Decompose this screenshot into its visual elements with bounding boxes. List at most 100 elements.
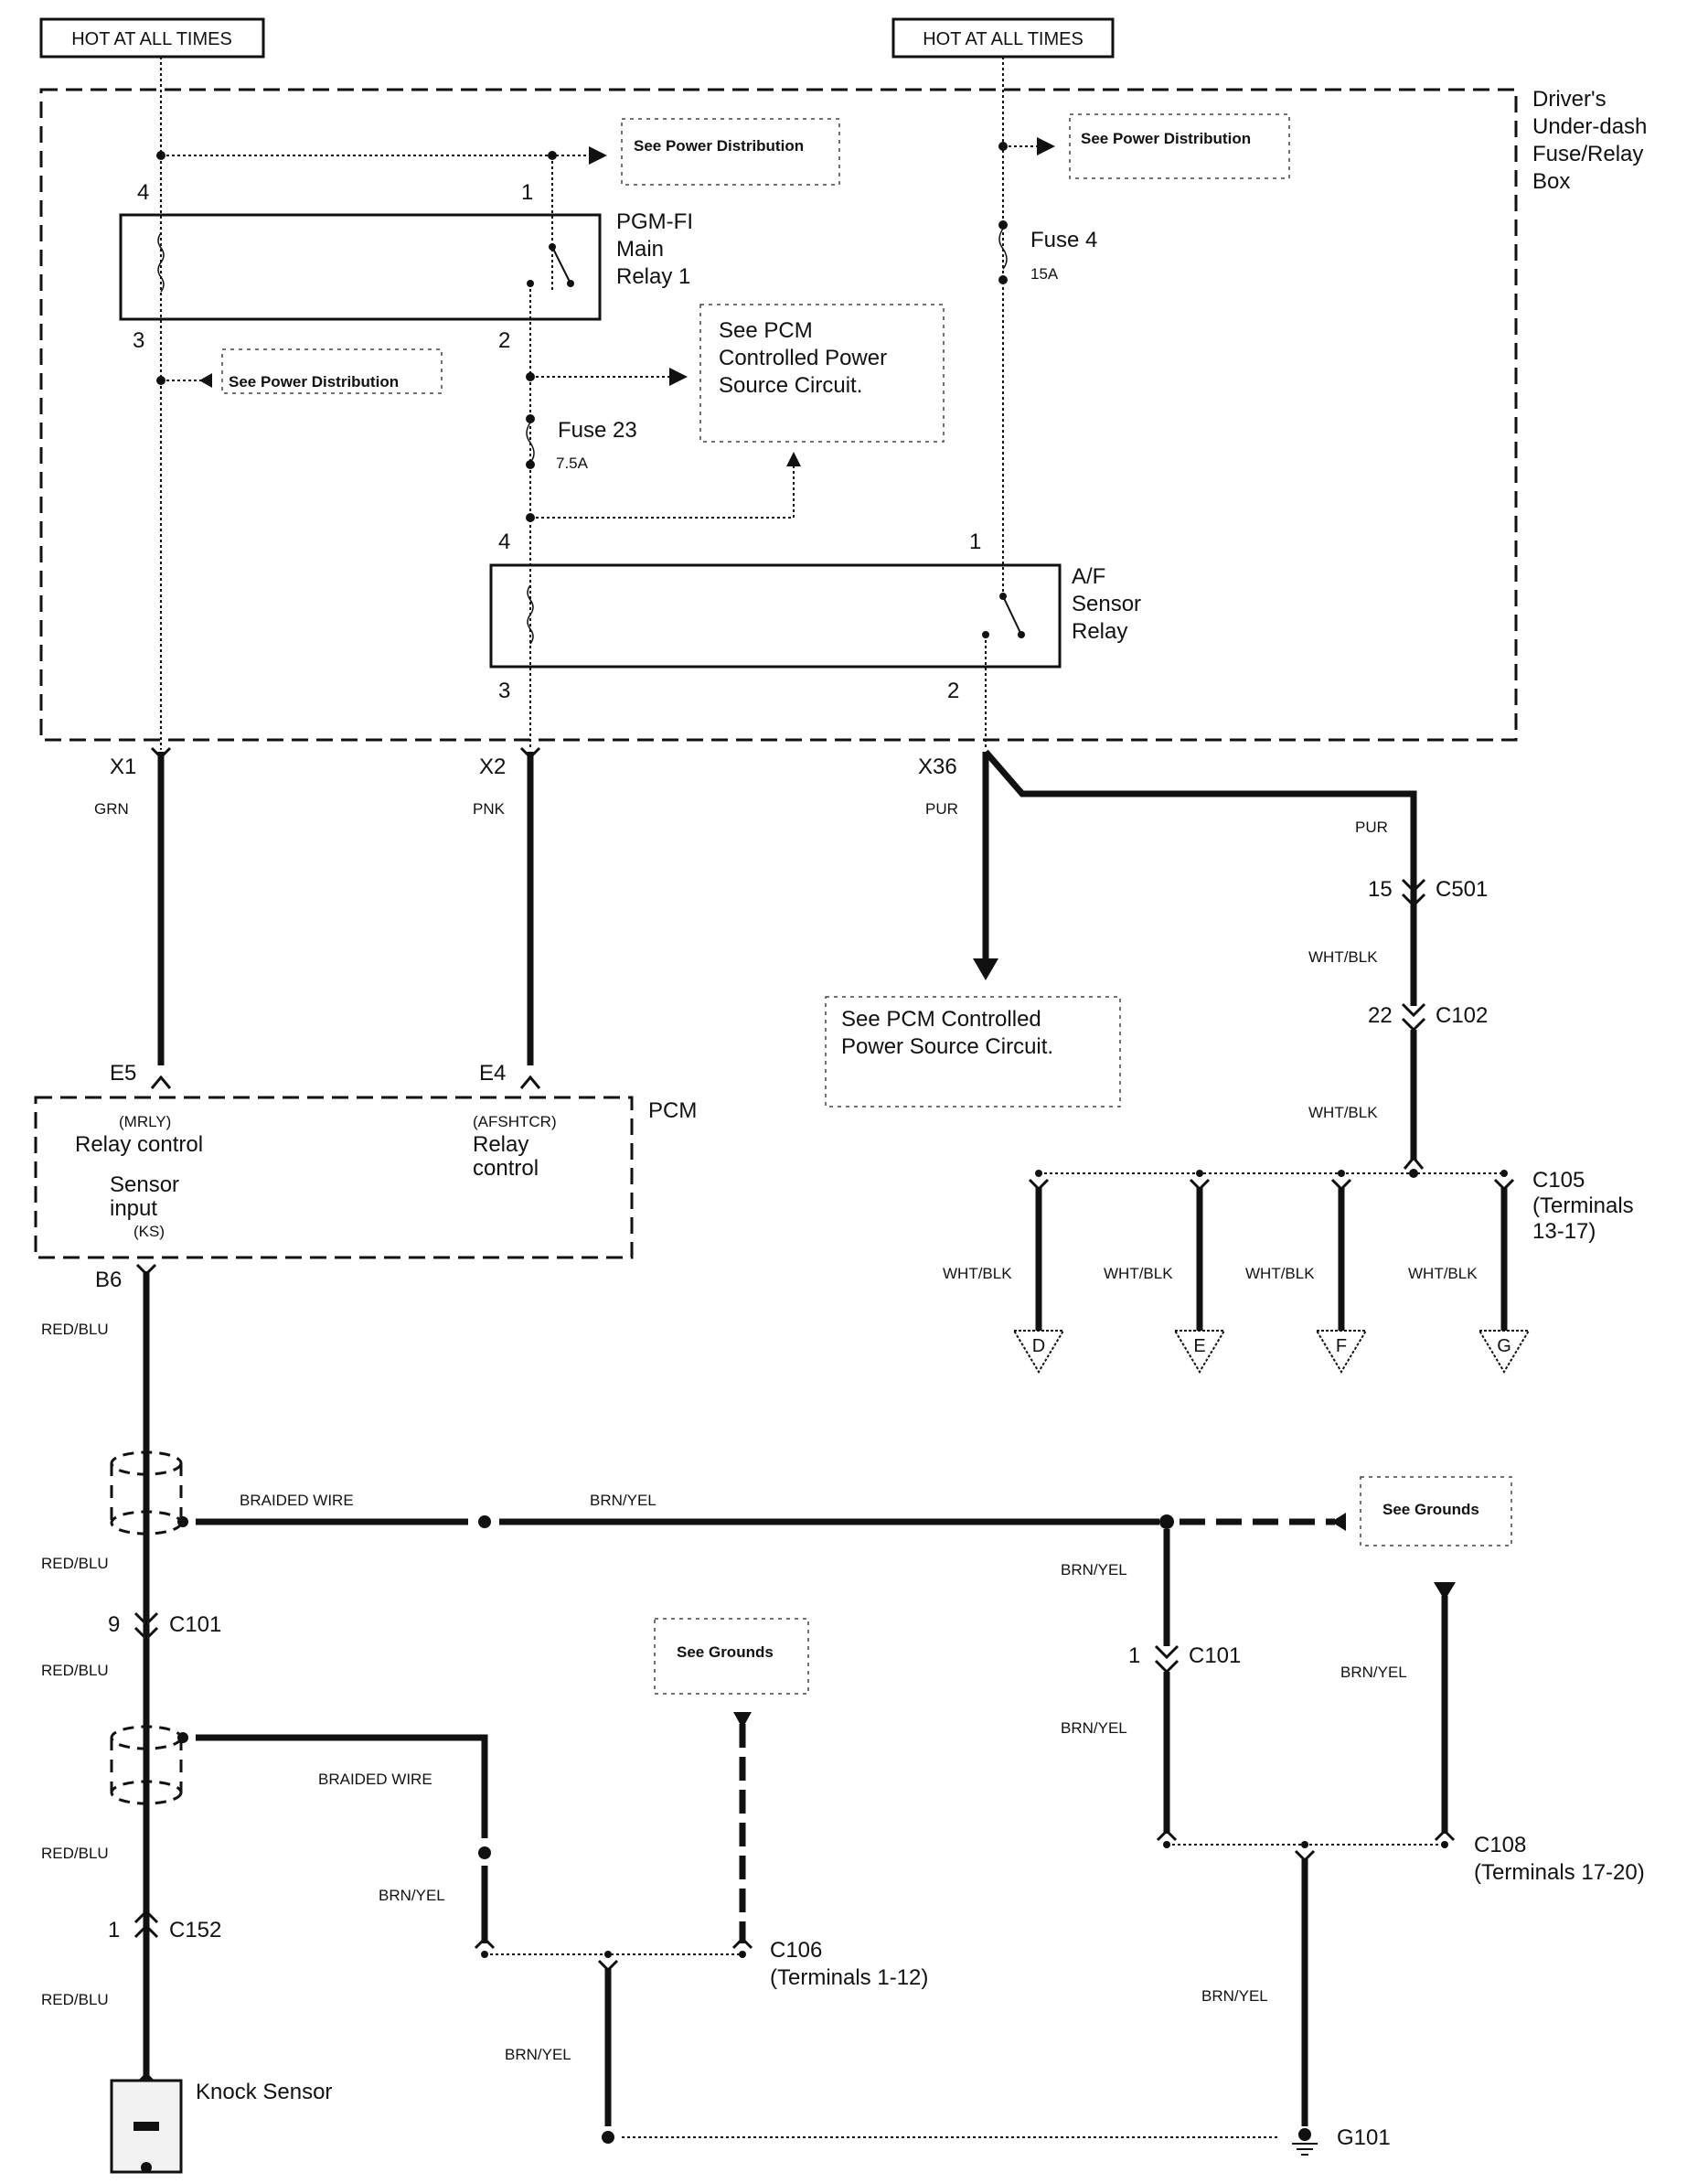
pin-label: 3 — [498, 679, 510, 703]
wire-color-label: BRN/YEL — [1201, 1987, 1268, 2005]
see-grounds-link[interactable]: See Grounds — [1382, 1501, 1479, 1518]
relay-name-line: Sensor — [1072, 592, 1141, 616]
see-pcm-controlled-power-box-upper[interactable]: See PCM Controlled Power Source Circuit. — [699, 304, 945, 443]
wire-color-label: WHT/BLK — [1245, 1265, 1315, 1282]
wire-color-label: BRN/YEL — [1061, 1719, 1127, 1737]
off-page-letter[interactable]: G — [1497, 1336, 1511, 1356]
see-power-distribution-box-3[interactable]: See Power Distribution — [1069, 113, 1290, 179]
see-power-distribution-link[interactable]: See Power Distribution — [634, 137, 804, 155]
pcm-sensor-input: Sensor — [110, 1172, 179, 1197]
wire-braided-2 — [196, 1734, 488, 1838]
connector-c101: C101 — [169, 1612, 221, 1637]
connector-pin: 1 — [1128, 1643, 1140, 1668]
see-power-distribution-box-1[interactable]: See Power Distribution — [621, 118, 840, 186]
wire-color-label: RED/BLU — [41, 1845, 109, 1862]
af-sensor-relay: 4 1 3 2 A/F Sensor Relay — [489, 530, 1141, 703]
see-power-distribution-link[interactable]: See Power Distribution — [1081, 130, 1251, 147]
wire-color-label: BRN/YEL — [590, 1492, 657, 1509]
connector-c106: C106 — [770, 1938, 822, 1963]
pcm-pin-ks: (KS) — [133, 1223, 165, 1240]
wire-color-label: PNK — [473, 800, 506, 818]
wire-color-label: BRN/YEL — [379, 1887, 445, 1904]
see-pcm-line[interactable]: See PCM — [719, 318, 813, 343]
wire-color-label: BRAIDED WIRE — [318, 1771, 432, 1788]
knock-sensor: Knock Sensor — [110, 2071, 332, 2174]
see-pcm-line[interactable]: Controlled Power — [719, 346, 887, 370]
connector-c108: C108 — [1474, 1833, 1526, 1857]
see-grounds-link[interactable]: See Grounds — [677, 1643, 774, 1661]
hot-label-text: HOT AT ALL TIMES — [71, 29, 232, 49]
hot-at-all-times-label-left: HOT AT ALL TIMES — [39, 17, 265, 59]
pin-label: 4 — [498, 530, 510, 554]
wire-color-label: BRAIDED WIRE — [240, 1492, 354, 1509]
wire-pur-right — [983, 749, 1417, 905]
wire-color-label: RED/BLU — [41, 1991, 109, 2008]
off-page-connector-icon[interactable] — [1012, 1330, 1065, 1374]
fuse-box-title: Driver's Under-dash Fuse/Relay Box — [1532, 87, 1647, 194]
see-pcm-line[interactable]: Source Circuit. — [719, 373, 862, 398]
see-power-distribution-box-2[interactable]: See Power Distribution — [221, 348, 443, 394]
braided-shield-icon — [110, 1725, 183, 1805]
relay-name-line: A/F — [1072, 564, 1105, 589]
connector-c105: C105 — [1532, 1168, 1585, 1193]
fuse-icon — [526, 422, 535, 464]
wire-color-label: WHT/BLK — [943, 1265, 1012, 1282]
see-grounds-box-middle[interactable]: See Grounds — [654, 1618, 809, 1695]
connector-pin: 15 — [1368, 877, 1393, 902]
terminal-b6: B6 — [95, 1268, 122, 1292]
terminal-x2: X2 — [479, 754, 506, 779]
fuse-23: Fuse 23 7.5A — [526, 414, 637, 472]
connector-pin: 9 — [108, 1612, 120, 1637]
connector-pin: 22 — [1368, 1003, 1393, 1028]
relay-switch-icon — [551, 246, 571, 284]
pin-label: 1 — [969, 530, 981, 554]
fuse-box-title-line: Driver's — [1532, 87, 1607, 112]
off-page-branch-f: WHT/BLK F — [1245, 1170, 1368, 1374]
off-page-connector-icon[interactable] — [1315, 1330, 1368, 1374]
off-page-letter[interactable]: E — [1193, 1336, 1205, 1356]
wire-color-label: WHT/BLK — [1308, 948, 1378, 966]
see-pcm-line[interactable]: See PCM Controlled — [841, 1007, 1041, 1032]
see-grounds-box-right[interactable]: See Grounds — [1360, 1476, 1512, 1546]
wire-color-label: PUR — [925, 800, 958, 818]
connector-c101-icon — [1154, 1644, 1180, 1675]
wire-color-label: PUR — [1355, 819, 1388, 836]
hot-at-all-times-label-right: HOT AT ALL TIMES — [891, 17, 1115, 59]
fuse-rating: 15A — [1030, 265, 1059, 283]
fuse-relay-box-outline — [39, 88, 1518, 742]
relay-name-line: Relay — [1072, 619, 1127, 644]
pcm-pin-afshtcr: (AFSHTCR) — [473, 1113, 557, 1130]
fuse-rating: 7.5A — [556, 455, 589, 472]
off-page-connector-icon[interactable] — [1478, 1330, 1531, 1374]
connector-c102: C102 — [1436, 1003, 1488, 1028]
pgm-fi-main-relay-1: 4 1 3 2 PGM-FI Main Relay 1 — [119, 180, 693, 353]
relay-name-line: Relay 1 — [616, 264, 690, 289]
off-page-letter[interactable]: F — [1336, 1336, 1347, 1356]
relay-name-line: Main — [616, 237, 664, 262]
relay-coil-icon — [157, 232, 165, 293]
off-page-branch-d: WHT/BLK D — [943, 1170, 1065, 1374]
off-page-letter[interactable]: D — [1032, 1336, 1045, 1356]
fuse-box-title-line: Under-dash — [1532, 114, 1647, 139]
hot-label-text: HOT AT ALL TIMES — [923, 29, 1084, 49]
knock-sensor-label: Knock Sensor — [196, 2080, 332, 2104]
wire-color-label: GRN — [94, 800, 129, 818]
connector-c152: C152 — [169, 1918, 221, 1942]
pin-label: 2 — [498, 328, 510, 353]
pcm-pin-mrly: (MRLY) — [119, 1113, 171, 1130]
pcm-relay-control: control — [473, 1156, 539, 1181]
off-page-connector-icon[interactable] — [1173, 1330, 1226, 1374]
pin-label: 3 — [133, 328, 144, 353]
wire-color-label: BRN/YEL — [505, 2046, 571, 2063]
wire-color-label: BRN/YEL — [1061, 1561, 1127, 1578]
see-pcm-line[interactable]: Power Source Circuit. — [841, 1034, 1053, 1059]
connector-c101: C101 — [1189, 1643, 1241, 1668]
connector-c152-icon — [133, 1909, 159, 1939]
arrow-left-icon — [1331, 1513, 1346, 1531]
pcm-relay-control: Relay control — [75, 1132, 203, 1157]
pin-label: 1 — [521, 180, 533, 205]
see-pcm-controlled-power-box-lower[interactable]: See PCM Controlled Power Source Circuit. — [825, 996, 1121, 1108]
see-power-distribution-link[interactable]: See Power Distribution — [229, 373, 399, 391]
fuse-name: Fuse 4 — [1030, 228, 1097, 252]
